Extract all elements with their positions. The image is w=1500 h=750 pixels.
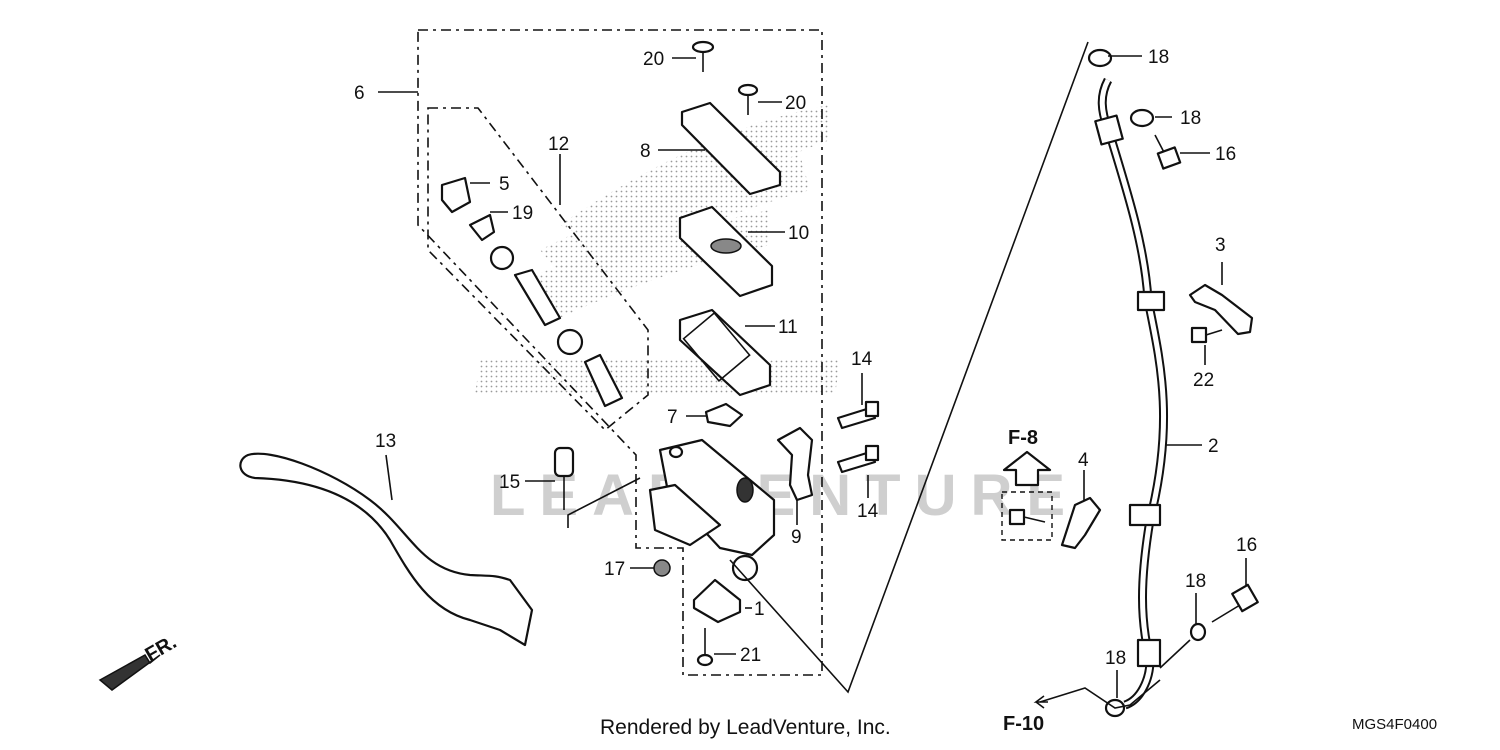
screw-20-top (691, 40, 715, 72)
callout-17: 17 (604, 559, 625, 580)
leader-lines (378, 41, 1247, 709)
callout-4: 4 (1078, 450, 1089, 471)
bolt-22 (1190, 326, 1223, 344)
holder-9 (776, 426, 814, 502)
wing-logo-watermark (475, 105, 840, 395)
bolt-16-upper (1154, 134, 1182, 170)
washer-18-c (1189, 622, 1207, 642)
bolt-14-upper (836, 400, 880, 430)
reservoir-cap (680, 101, 782, 196)
callout-11: 11 (778, 317, 798, 338)
callout-13: 13 (375, 431, 396, 452)
callout-19: 19 (512, 203, 533, 224)
callout-5: 5 (499, 174, 510, 195)
brake-hose (1094, 77, 1169, 710)
front-direction-arrow: FR. (98, 631, 180, 691)
callout-16-upper: 16 (1215, 144, 1236, 165)
bolt-14-lower (836, 444, 880, 474)
master-cylinder-group-outline (417, 29, 823, 676)
brake-lever (239, 452, 534, 647)
callout-18-a: 18 (1148, 47, 1169, 68)
hose-guide-4 (1060, 496, 1102, 550)
callout-15: 15 (499, 472, 520, 493)
callout-22: 22 (1193, 370, 1214, 391)
callout-1: 1 (754, 599, 765, 620)
screw-20-second (737, 83, 759, 115)
hose-clamp-3 (1188, 283, 1254, 336)
pivot-bolt-15 (553, 446, 575, 510)
callout-3: 3 (1215, 235, 1226, 256)
callout-9: 9 (791, 527, 802, 548)
rendered-by-credit: Rendered by LeadVenture, Inc. (600, 716, 891, 739)
callout-18-b: 18 (1180, 108, 1201, 129)
f10-arrow (1033, 695, 1048, 709)
callout-16-lower: 16 (1236, 535, 1257, 556)
master-cylinder-body (648, 438, 776, 582)
callout-7: 7 (667, 407, 678, 428)
piston-components (440, 176, 624, 408)
up-arrow-f8 (1002, 450, 1052, 487)
nut-17 (653, 559, 671, 577)
ref-label-f10: F-10 (1003, 713, 1044, 735)
callout-8: 8 (640, 141, 651, 162)
float-7 (704, 402, 744, 428)
bolt-16-lower (1211, 583, 1259, 623)
leader-15-group (567, 477, 641, 528)
piston-kit-outline (427, 107, 649, 432)
callout-2: 2 (1208, 436, 1219, 457)
callout-10: 10 (788, 223, 809, 244)
diaphragm (678, 308, 772, 397)
leadventure-watermark: LEADVENTURE (490, 463, 1079, 528)
callout-14-upper: 14 (851, 349, 873, 370)
screw-21 (696, 628, 714, 667)
washer-18-b (1129, 108, 1155, 128)
callout-18-c: 18 (1185, 571, 1206, 592)
brake-switch (692, 578, 742, 624)
callout-20-top: 20 (643, 49, 664, 70)
callout-20-second: 20 (785, 93, 806, 114)
diagram-code: MGS4F0400 (1352, 716, 1438, 733)
washer-18-a (1087, 48, 1113, 68)
callout-numbers: 20 20 8 10 11 7 6 12 5 19 13 15 17 1 21 … (354, 47, 1257, 669)
callout-14-lower: 14 (857, 501, 879, 522)
ref-box-f8 (1001, 491, 1053, 541)
callout-12: 12 (548, 134, 569, 155)
callout-6: 6 (354, 83, 365, 104)
callout-21: 21 (740, 645, 761, 666)
callout-18-d: 18 (1105, 648, 1126, 669)
bolt-f8 (1008, 508, 1046, 526)
ref-label-f8: F-8 (1008, 427, 1038, 449)
